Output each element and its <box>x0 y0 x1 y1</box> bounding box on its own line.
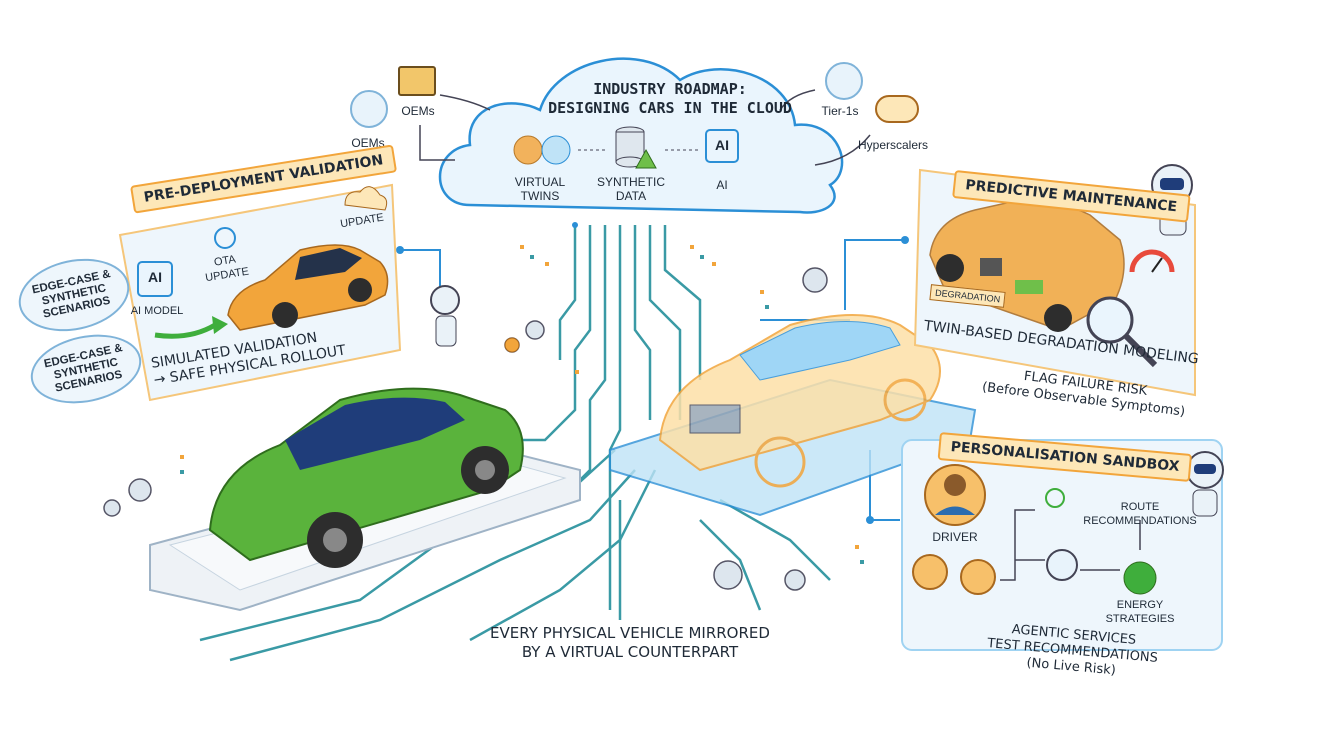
green-arrow <box>154 322 217 339</box>
ai-chip-text: AI <box>715 137 729 153</box>
energy-strategies-label: ENERGY STRATEGIES <box>1105 599 1175 625</box>
energy-icon <box>1123 561 1157 595</box>
driver-avatar-icon <box>924 464 986 526</box>
tier1s-label: Tier-1s <box>821 104 859 118</box>
cloud-title-line2: DESIGNING CARS IN THE CLOUD <box>548 99 792 117</box>
orange-car-icon <box>227 244 389 331</box>
robot-icon <box>1186 451 1224 517</box>
driver-label: DRIVER <box>932 530 978 544</box>
settings-gear-icon <box>1046 549 1078 581</box>
wireframe-car-icon <box>658 314 941 488</box>
synthetic-data-label: SYNTHETIC DATA <box>596 175 665 203</box>
gauge-icon <box>1129 249 1175 273</box>
ai-label: AI <box>716 178 728 192</box>
people-icon <box>350 90 388 128</box>
upload-icon <box>344 186 388 211</box>
virtual-twins-icon <box>513 135 571 165</box>
route-icon <box>1045 488 1065 508</box>
ai-model-chip-text: AI <box>148 269 162 285</box>
route-recommendations-label: ROUTE RECOMMENDATIONS <box>1083 501 1197 527</box>
database-icon <box>615 126 657 169</box>
factory-icon <box>398 66 436 96</box>
sync-icon <box>214 227 236 249</box>
main-caption: EVERY PHYSICAL VEHICLE MIRRORED BY A VIR… <box>440 624 820 662</box>
hyperscalers-label: Hyperscalers <box>857 138 929 152</box>
green-car-icon <box>208 387 524 568</box>
cloud-title: INDUSTRY ROADMAP: DESIGNING CARS IN THE … <box>505 80 835 118</box>
gear-icons <box>103 267 828 591</box>
magnifier-icon <box>1086 296 1158 368</box>
main-caption-line1: EVERY PHYSICAL VEHICLE MIRRORED <box>490 624 770 642</box>
cloud-title-line1: INDUSTRY ROADMAP: <box>593 80 747 98</box>
ai-model-label: AI MODEL <box>130 305 184 317</box>
people-group-icon <box>825 62 863 100</box>
main-caption-line2: BY A VIRTUAL COUNTERPART <box>521 643 739 661</box>
ai-model-chip-icon <box>137 261 173 297</box>
passenger-avatar-icon <box>912 554 996 595</box>
circuit-lines <box>199 225 831 662</box>
cloud-small-icon <box>875 95 919 123</box>
virtual-twins-label: VIRTUAL TWINS <box>514 175 566 203</box>
robot-icon <box>430 285 460 347</box>
ai-chip-icon <box>705 129 739 163</box>
oems-top-label: OEMs <box>401 104 435 118</box>
